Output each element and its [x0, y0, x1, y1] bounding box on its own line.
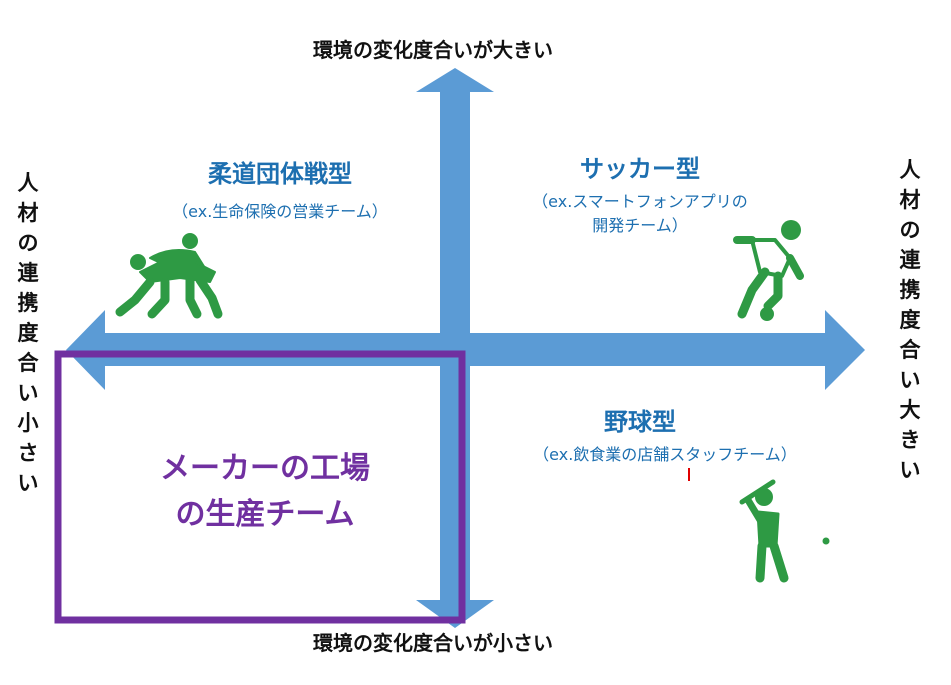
axis-label-right: 人材の連携度合い大きい	[899, 158, 921, 482]
highlight-text-line2: の生産チーム	[175, 497, 355, 532]
quadrant-example-soccer: （ex.スマートフォンアプリの 開発チーム）	[495, 190, 785, 238]
quadrant-example-baseball: （ex.飲食業の店舗スタッフチーム）	[533, 445, 797, 464]
axis-label-bottom: 環境の変化度合いが小さい	[313, 631, 553, 655]
axis-label-left: 人材の連携度合い小さい	[17, 171, 39, 495]
highlight-text: メーカーの工場 の生産チーム	[110, 446, 420, 538]
baseball-batter-icon	[739, 479, 830, 583]
quadrant-example-soccer-line2: 開発チーム）	[592, 216, 688, 235]
quadrant-example-soccer-line1: （ex.スマートフォンアプリの	[532, 192, 748, 211]
highlight-box	[54, 350, 466, 624]
vertical-axis-arrow	[416, 68, 494, 628]
quadrant-title-judo: 柔道団体戦型	[208, 160, 352, 188]
highlight-text-line1: メーカーの工場	[160, 451, 370, 486]
soccer-player-icon	[733, 220, 804, 321]
quadrant-example-judo: （ex.生命保険の営業チーム）	[172, 202, 388, 221]
quadrant-title-baseball: 野球型	[604, 408, 676, 436]
judo-icon	[115, 233, 223, 319]
axis-label-top: 環境の変化度合いが大きい	[313, 38, 553, 62]
quadrant-title-soccer: サッカー型	[580, 155, 700, 183]
